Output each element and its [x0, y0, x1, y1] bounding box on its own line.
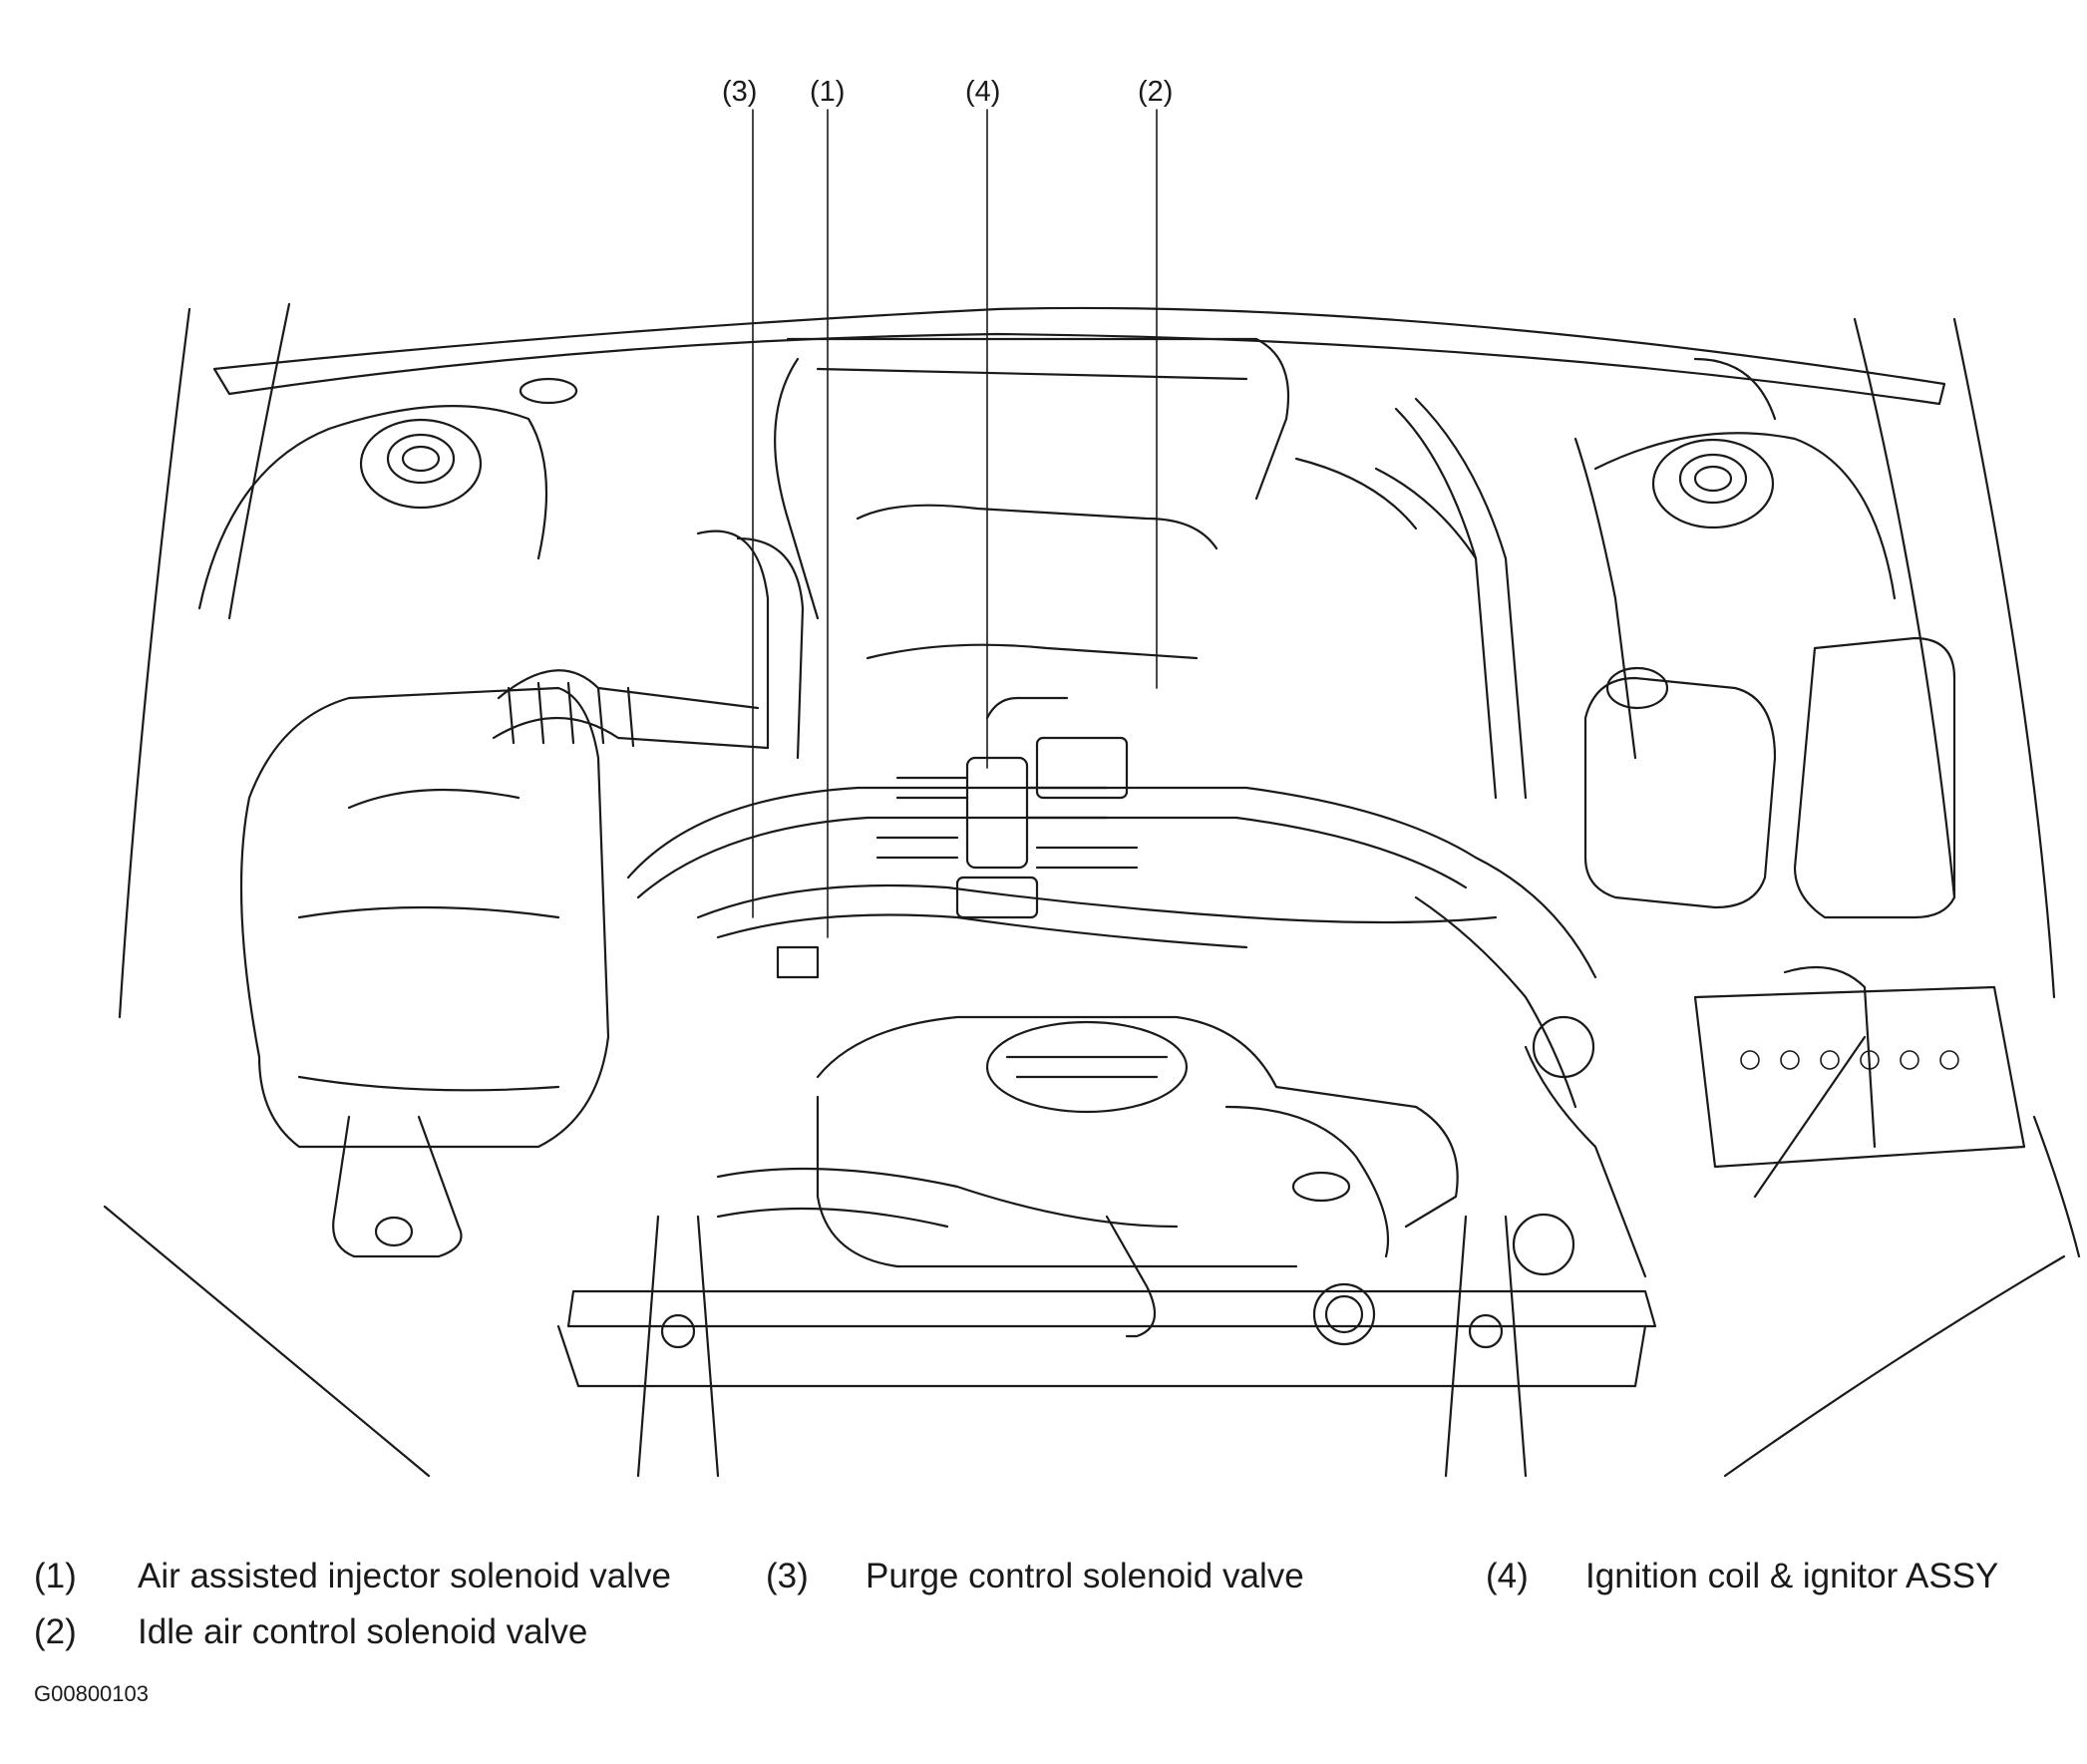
coolant-reservoir: [1583, 666, 1777, 909]
callout-1: (1): [810, 76, 846, 108]
legend-label: Purge control solenoid valve: [866, 1557, 1304, 1595]
radiator-hoses: [716, 1015, 1647, 1346]
legend-label: Idle air control solenoid valve: [138, 1612, 588, 1651]
legend-label: Ignition coil & ignitor ASSY: [1585, 1557, 1999, 1595]
engine-bay-illustration: [103, 109, 2081, 1478]
intake-manifold: [774, 337, 1290, 800]
strut-towers: [197, 405, 1897, 610]
intake-duct: [492, 529, 805, 760]
callout-3: (3): [722, 76, 758, 108]
air-cleaner-box: [239, 686, 610, 1258]
engine-front: [816, 1015, 1459, 1268]
callout-4: (4): [965, 76, 1001, 108]
ignition-coil-assy: [875, 756, 1139, 919]
hood-outline: [103, 302, 2081, 1478]
legend-number: (4): [1486, 1557, 1529, 1595]
fuse-box: [1693, 357, 1956, 919]
legend-number: (2): [34, 1612, 77, 1651]
wiring-harness: [626, 786, 1597, 1109]
figure-code: G00800103: [34, 1681, 149, 1706]
battery: [1693, 965, 2026, 1199]
callout-leaders: [752, 109, 1158, 938]
legend-number: (1): [34, 1557, 77, 1595]
legend-label: Air assisted injector solenoid valve: [138, 1557, 671, 1595]
legend-number: (3): [766, 1557, 809, 1595]
cowl-strip: [212, 306, 1946, 406]
callout-2: (2): [1138, 76, 1174, 108]
vacuum-lines: [1294, 397, 1637, 800]
radiator-support: [556, 1215, 1657, 1478]
